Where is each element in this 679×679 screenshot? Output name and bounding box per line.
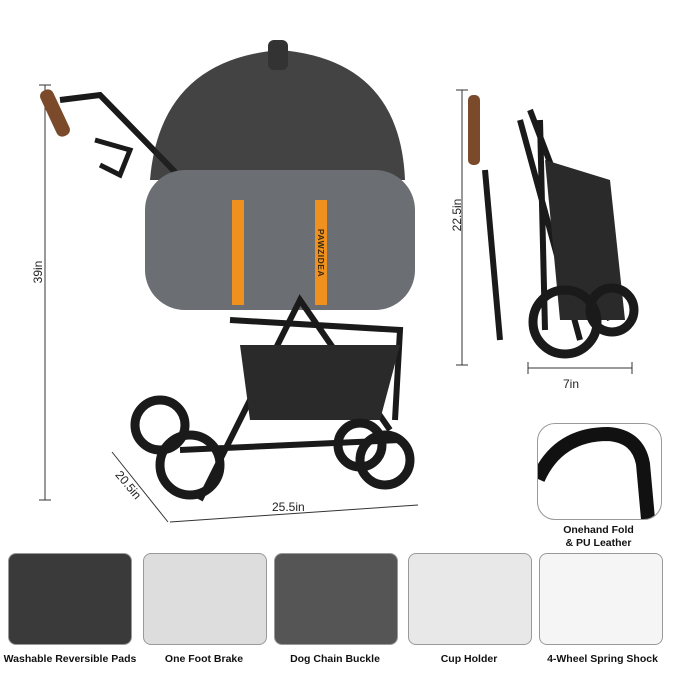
thumb-foot-brake — [143, 553, 267, 645]
thumb-washable-pads — [8, 553, 132, 645]
folded-stroller — [468, 95, 639, 359]
thumb-spring-shock — [539, 553, 663, 645]
right-strap — [315, 200, 327, 305]
length-label: 25.5in — [272, 500, 305, 514]
inset-caption-line1: Onehand Fold — [563, 524, 634, 536]
mesh-canopy — [150, 50, 405, 180]
inset-caption-line2: & PU Leather — [565, 537, 632, 549]
brand-strap-text: PAWZIDEA — [316, 228, 326, 278]
dimension-lines — [39, 84, 633, 523]
cup-holder — [94, 137, 134, 179]
left-strap — [232, 200, 244, 305]
height-folded-label: 22.5in — [450, 198, 464, 232]
height-unfolded-label: 39in — [31, 260, 45, 284]
width-folded-label: 7in — [563, 377, 580, 391]
thumb-chain-buckle — [274, 553, 398, 645]
caption-chain-buckle: Dog Chain Buckle — [290, 653, 380, 665]
wheels — [130, 395, 415, 500]
caption-washable-pads: Washable Reversible Pads — [3, 653, 137, 665]
onehand-fold-inset — [537, 423, 662, 520]
caption-cup-holder: Cup Holder — [440, 653, 498, 665]
caption-spring-shock: 4-Wheel Spring Shock — [547, 653, 658, 665]
storage-basket — [240, 345, 400, 420]
caption-foot-brake: One Foot Brake — [164, 653, 244, 665]
thumb-cup-holder — [408, 553, 532, 645]
leather-handle — [40, 89, 70, 137]
carrier-body — [145, 170, 415, 310]
